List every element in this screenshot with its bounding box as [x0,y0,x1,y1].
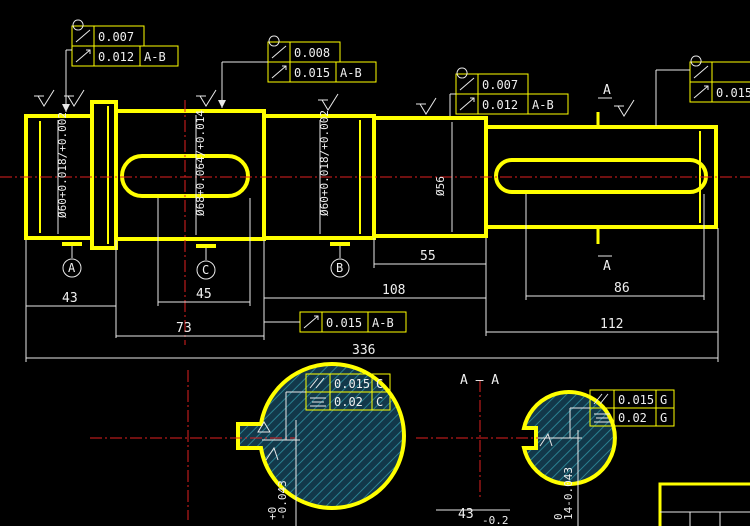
fcf-6: 0.015 C 0.02 C [285,373,391,440]
fcf6-datum-b: C [376,395,383,409]
fcf7-datum-b: G [660,411,667,425]
fcf1-tol-b: 0.012 [98,50,134,64]
section-dim-2-tol: -0.2 [482,514,509,526]
diameter-label-3: Ø60+0.018/+0.002 [318,110,331,216]
dim-55: 55 [420,249,436,264]
runout-icon [271,65,287,79]
fcf-2: 0.008 0.015 A-B [218,35,377,108]
fcf-3: 0.007 0.012 A-B [449,67,569,116]
symmetry-icon [594,413,610,423]
diameter-label-1: Ø60+0.018/+0.002 [56,112,69,218]
runout-icon [303,315,319,329]
fcf4-tol-b: 0.015 [716,86,750,100]
section-dim-1-tol: +0 [266,507,279,520]
parallelism-icon [309,377,325,389]
dim-86: 86 [614,281,630,296]
keyway-right [494,158,708,194]
section-title: A — A [460,373,499,388]
parallelism-icon [593,393,609,405]
dim-108: 108 [382,283,405,298]
fcf6-tol-b: 0.02 [334,395,363,409]
datum-b: B [330,242,350,278]
fcf3-tol-b: 0.012 [482,98,518,112]
fcf1-tol-a: 0.007 [98,30,134,44]
section-dim-1-value: -0.043 [276,480,289,520]
fcf1-datum-b: A-B [144,50,166,64]
section-view-a [416,380,617,526]
shaft-outline [24,100,718,250]
dim-73: 73 [176,321,192,336]
fcf7-tol-b: 0.02 [618,411,647,425]
section-cut-marker: A A [596,83,612,274]
fcf7-datum-a: G [660,393,667,407]
runout-icon [693,85,709,99]
title-block-corner [658,482,750,526]
section-marker-bottom: A [603,259,611,274]
cylindricity-icon [72,19,91,43]
fcf2-tol-a: 0.008 [294,46,330,60]
runout-icon [75,49,91,63]
section-view-c [90,362,406,526]
datum-b-label: B [336,261,343,275]
cylindricity-icon [456,67,475,91]
fcf3-tol-a: 0.007 [482,78,518,92]
fcf-4-partial: 0.015 [655,55,750,126]
section-dim-3-value: 14-0.043 [562,467,575,520]
fcf-5: 0.015 A-B [264,311,407,333]
symmetry-icon [310,397,326,407]
cylindricity-icon [690,55,709,79]
dim-112: 112 [600,317,623,332]
fcf-1: 0.007 0.012 A-B [62,19,179,112]
dim-45: 45 [196,287,212,302]
datum-a-label: A [68,261,76,275]
dimension-lines [25,194,719,362]
runout-icon [459,97,475,111]
fcf5-datum: A-B [372,316,394,330]
fcf7-tol-a: 0.015 [618,393,654,407]
datum-c: C [196,244,216,280]
section-dim-3-zero: 0 [552,513,565,520]
dim-336: 336 [352,343,375,358]
section-marker-top: A [603,83,611,98]
datum-a: A [62,242,82,278]
surface-finish-symbols [34,89,635,117]
fcf-7: 0.015 G 0.02 G [569,389,675,438]
diameter-label-4: Ø56 [434,176,447,196]
fcf2-tol-b: 0.015 [294,66,330,80]
diameter-label-2: Ø68+0.064/+0.014 [194,110,207,216]
fcf6-datum-a: C [376,377,383,391]
cylindricity-icon [268,35,287,59]
shaft-collar [90,100,118,250]
fcf3-datum-b: A-B [532,98,554,112]
section-dim-2-value: 43 [458,507,474,522]
fcf6-tol-a: 0.015 [334,377,370,391]
shaft-step-keyway-c [114,109,266,241]
dim-43: 43 [62,291,78,306]
fcf5-tol: 0.015 [326,316,362,330]
fcf2-datum-b: A-B [340,66,362,80]
datum-c-label: C [202,263,209,277]
